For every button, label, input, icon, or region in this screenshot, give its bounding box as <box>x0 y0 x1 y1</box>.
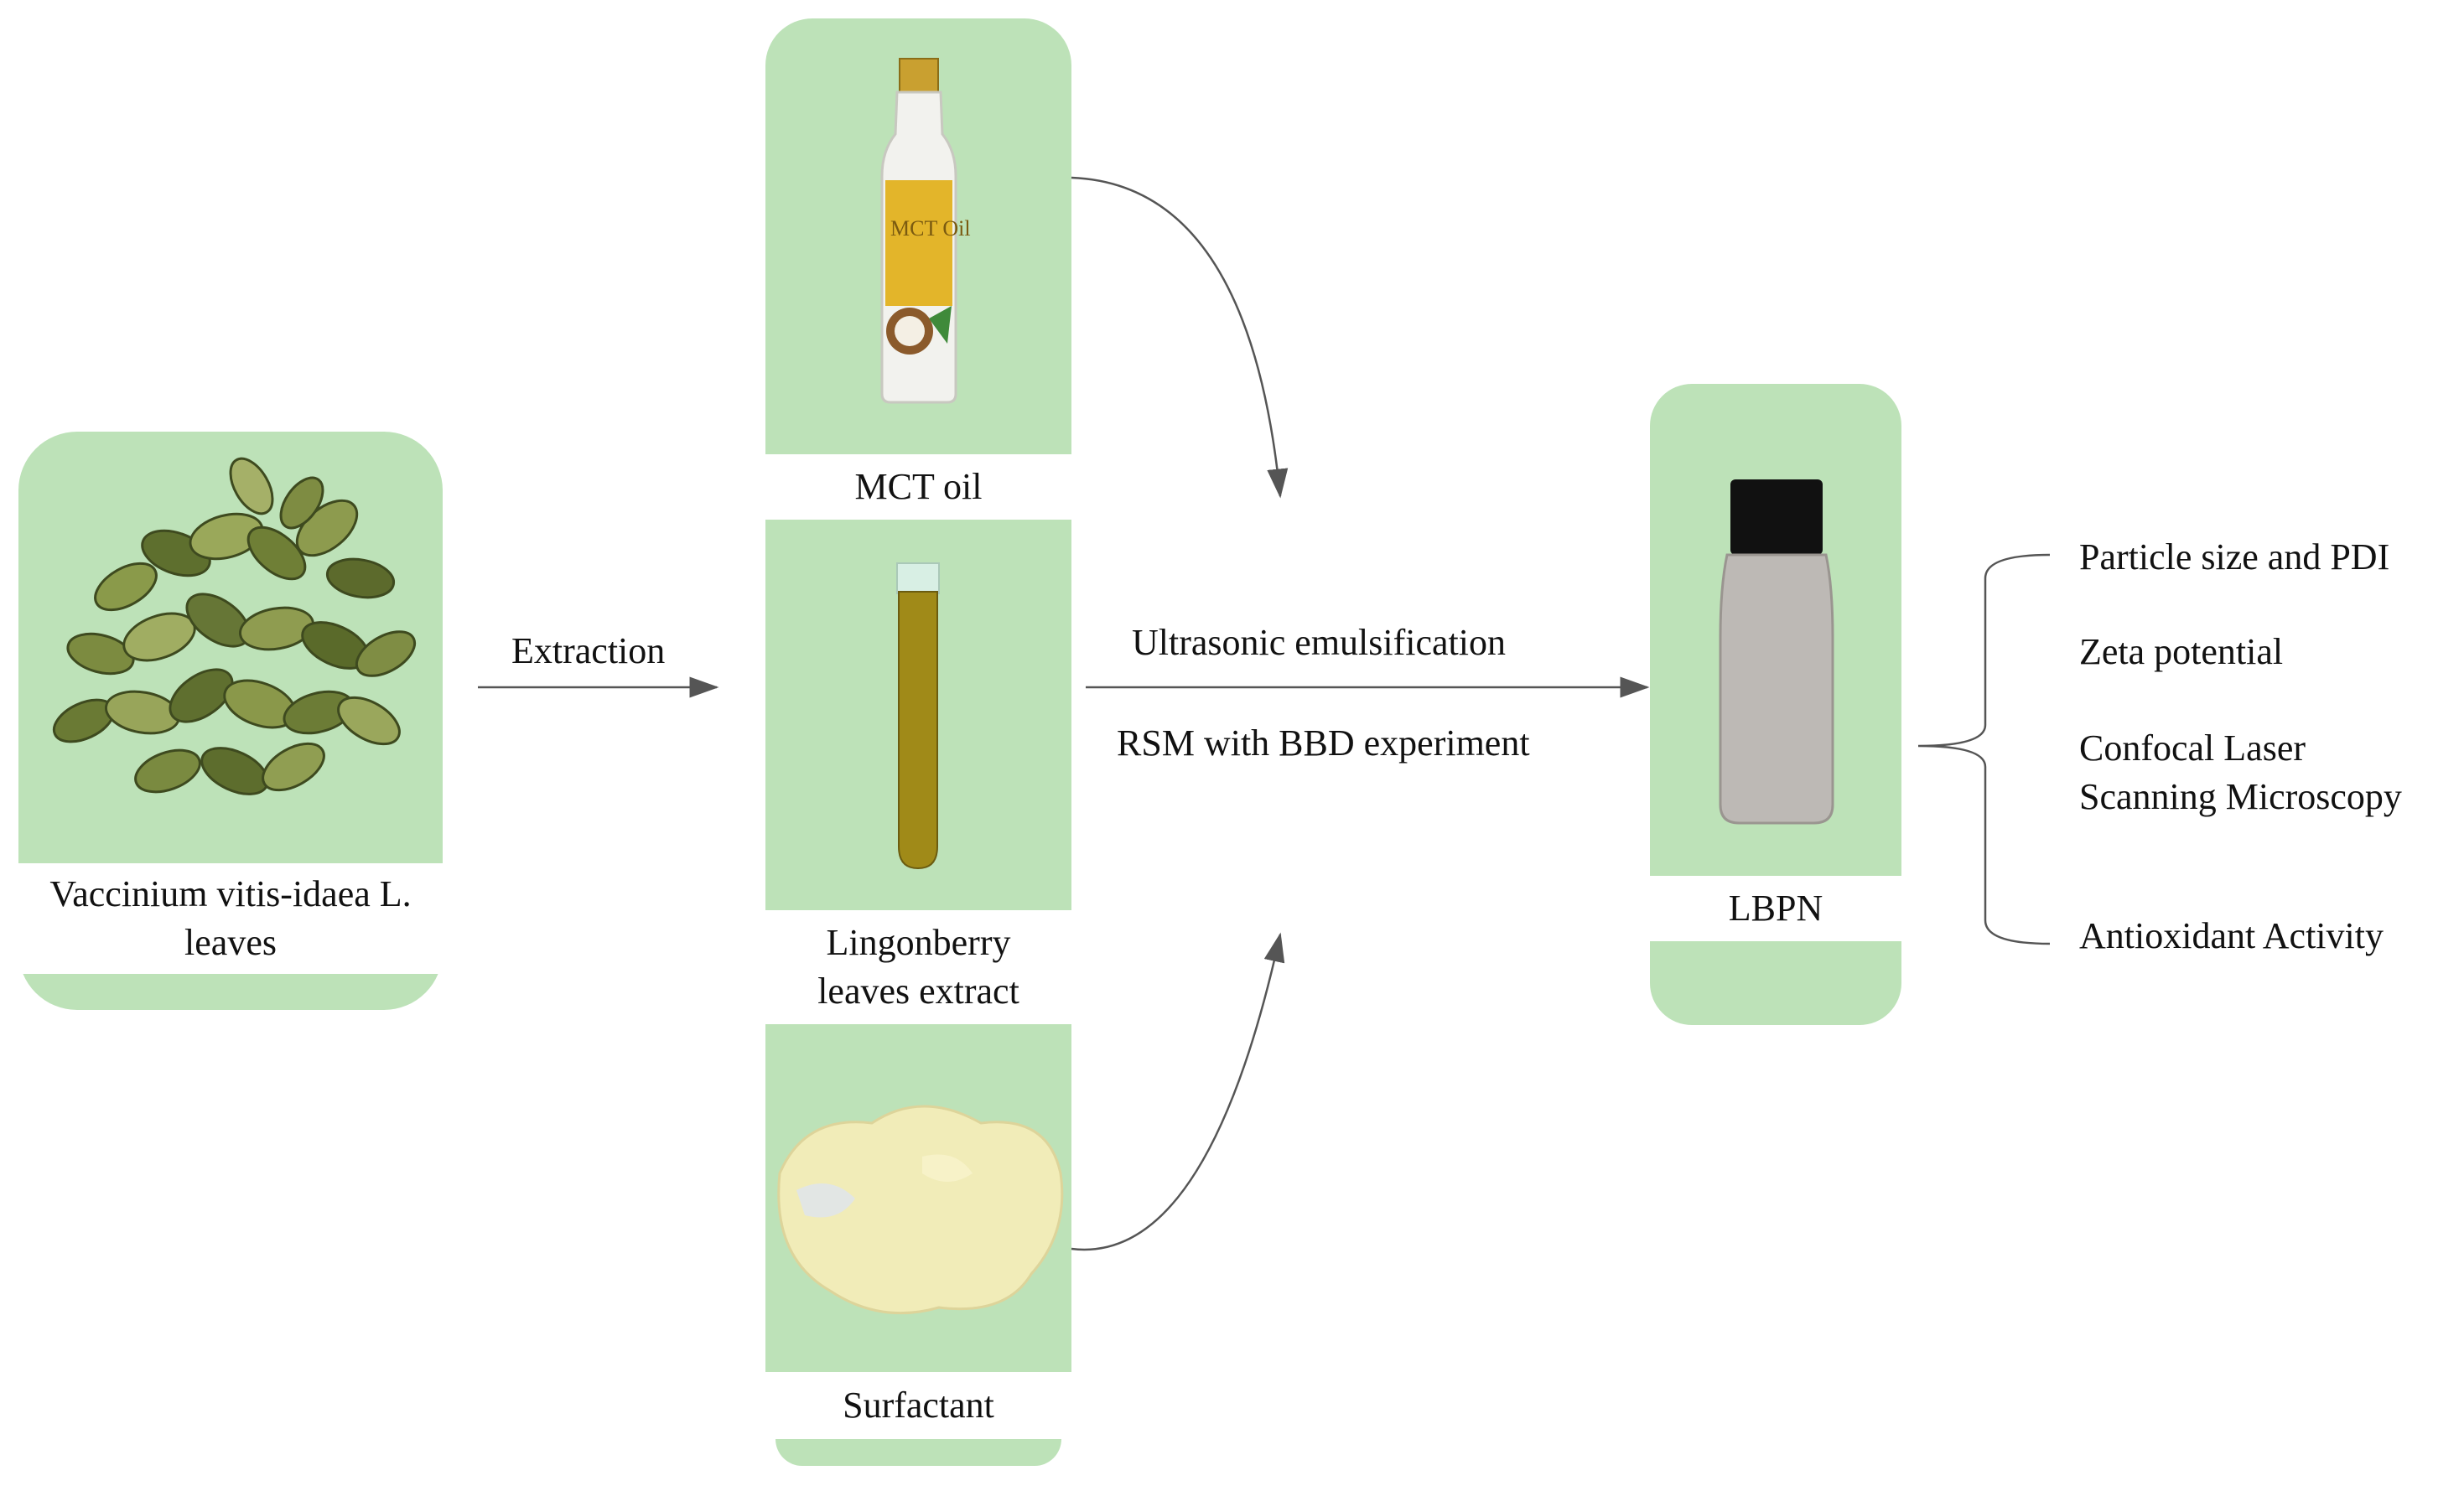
lbpn-cap-shape <box>1730 479 1823 555</box>
leaves-label-line2: leaves <box>184 922 277 963</box>
bottle-label-shape <box>885 180 952 306</box>
char-zeta-potential: Zeta potential <box>2079 631 2284 672</box>
surfactant-panel-bottom <box>776 1439 1061 1466</box>
mct-oil-label: MCT oil <box>765 454 1071 520</box>
leaves-label: Vaccinium vitis-idaea L. leaves <box>18 863 443 974</box>
characterization-brace <box>1917 553 2051 945</box>
char-confocal-line1: Confocal Laser <box>2079 727 2306 769</box>
lbpn-label: LBPN <box>1650 876 1901 941</box>
leaves-cluster <box>52 457 417 795</box>
surfactant-label: Surfactant <box>765 1372 1071 1439</box>
char-particle-size: Particle size and PDI <box>2079 536 2390 577</box>
lbpn-body-shape <box>1719 553 1834 825</box>
extraction-label: Extraction <box>511 630 666 671</box>
surfactant-to-process-arrow <box>1071 932 1285 1251</box>
mct-to-process-arrow <box>1071 176 1289 499</box>
mct-bottle-text: MCT Oil <box>890 216 971 241</box>
char-antioxidant: Antioxidant Activity <box>2079 915 2384 956</box>
extract-label-line2: leaves extract <box>817 971 1019 1012</box>
powder-pile-shape <box>777 1105 1064 1315</box>
process-line2: RSM with BBD experiment <box>1117 722 1530 764</box>
extract-label: Lingonberry leaves extract <box>765 910 1071 1024</box>
tube-liquid-shape <box>898 591 938 870</box>
extract-label-line1: Lingonberry <box>826 922 1011 963</box>
char-confocal-line2: Scanning Microscopy <box>2079 776 2402 817</box>
leaves-label-line1: Vaccinium vitis-idaea L. <box>49 873 412 914</box>
bottle-cap-shape <box>899 58 939 93</box>
process-line1: Ultrasonic emulsification <box>1132 622 1506 663</box>
